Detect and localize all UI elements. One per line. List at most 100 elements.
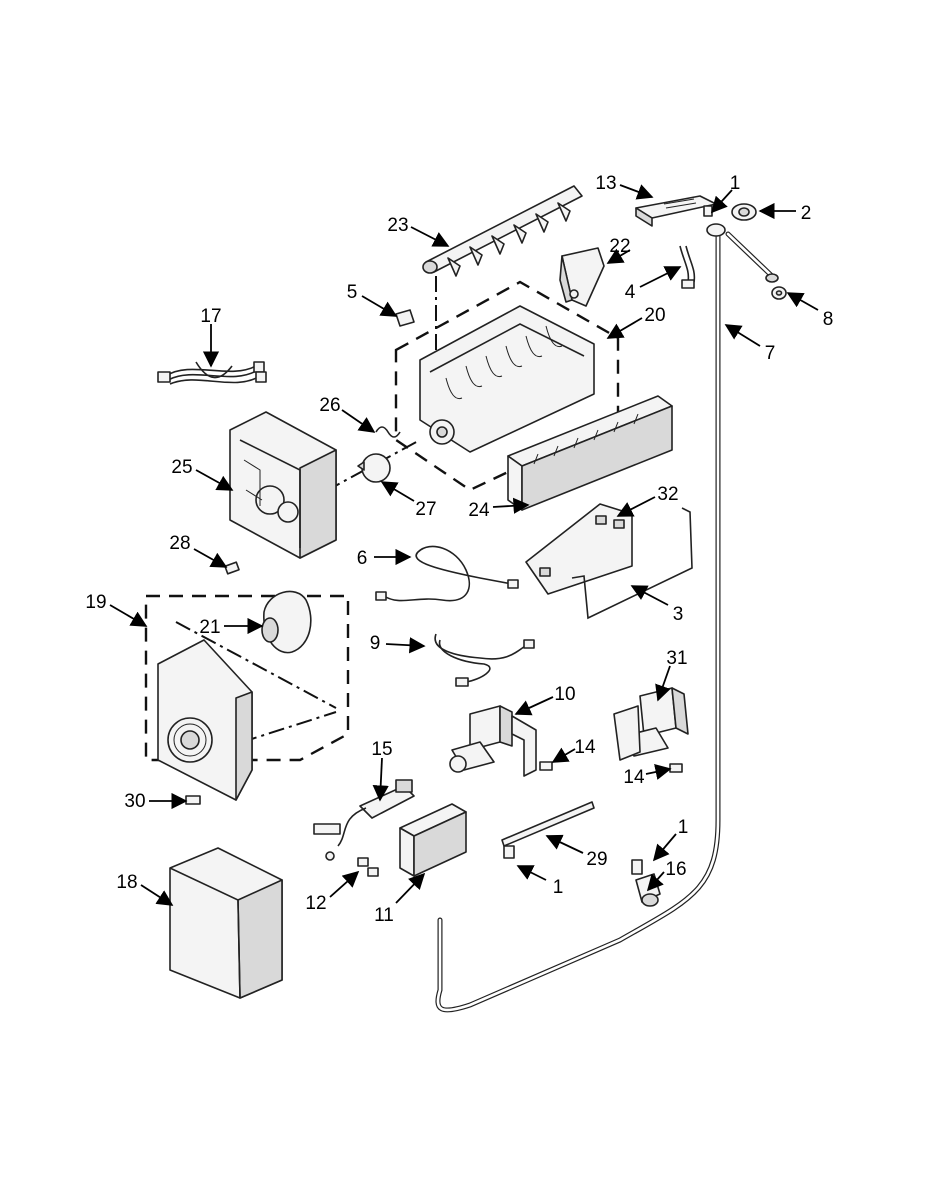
control-module-housing	[229, 411, 337, 559]
callout-label-c2: 2	[801, 203, 812, 224]
fill-cup-bracket	[635, 195, 717, 227]
callout-label-c28: 28	[169, 533, 190, 554]
screw-28	[224, 561, 240, 575]
callout-label-c22: 22	[609, 236, 630, 257]
callout-label-c1a: 1	[730, 173, 741, 194]
callout-label-c4: 4	[625, 282, 636, 303]
strip-29	[501, 801, 595, 859]
leader-arrow-c25	[195, 469, 234, 491]
callout-label-c32: 32	[657, 484, 678, 505]
bracket-11	[399, 803, 467, 877]
callout-label-c5: 5	[347, 282, 358, 303]
heater-wire-6	[375, 545, 519, 602]
callout-label-c18: 18	[116, 872, 137, 893]
ice-mold	[299, 280, 620, 506]
callout-label-c15: 15	[371, 739, 392, 760]
callout-label-c16: 16	[665, 859, 686, 880]
leader-arrow-c20	[606, 317, 643, 339]
leader-arrow-c15	[372, 757, 389, 802]
shutoff-spring	[375, 426, 401, 438]
water-tube	[435, 229, 721, 1013]
callout-label-c24: 24	[468, 500, 490, 521]
leader-arrow-c26	[341, 409, 376, 433]
leader-arrow-c23	[410, 226, 450, 247]
fill-tube-assembly	[706, 223, 779, 283]
leader-arrow-c16	[646, 871, 665, 892]
screw-1b	[631, 859, 643, 875]
wiring-15	[313, 779, 415, 861]
callout-label-c9: 9	[370, 633, 381, 654]
screw-30	[185, 795, 201, 805]
callout-label-c7: 7	[765, 343, 776, 364]
ice-stripper	[507, 395, 673, 511]
leader-arrow-c4	[639, 266, 682, 288]
callout-label-c10: 10	[554, 684, 575, 705]
callout-label-c21: 21	[199, 617, 220, 638]
grommet	[731, 203, 757, 221]
wire-harness	[157, 361, 267, 385]
callout-label-c20: 20	[644, 305, 665, 326]
leader-arrow-c3	[630, 585, 669, 606]
callout-label-c31: 31	[666, 648, 687, 669]
screw-top	[703, 205, 713, 217]
leader-arrow-c24	[492, 497, 530, 514]
callout-label-c27: 27	[415, 499, 436, 520]
control-unit-assembly	[144, 594, 350, 801]
callout-label-c11: 11	[374, 905, 394, 926]
thermostat-wires	[679, 245, 696, 289]
water-valve-31	[613, 687, 689, 761]
callout-label-c23: 23	[387, 215, 408, 236]
leader-arrow-c18	[140, 884, 174, 906]
leader-arrow-c12	[329, 870, 360, 898]
leader-arrow-c31	[655, 665, 671, 702]
leader-arrow-c1b	[652, 833, 677, 862]
callout-label-c6: 6	[357, 548, 368, 569]
clip	[395, 309, 415, 327]
callout-label-c12: 12	[305, 893, 326, 914]
callout-label-c8: 8	[823, 309, 834, 330]
leader-arrow-c14b	[645, 764, 672, 780]
leader-arrow-c10	[514, 696, 554, 716]
leader-arrow-c9	[385, 637, 426, 654]
callout-label-c17: 17	[200, 306, 221, 327]
callout-label-c13: 13	[595, 173, 616, 194]
callout-label-c3: 3	[673, 604, 684, 625]
leader-arrow-c13	[619, 184, 654, 200]
callout-label-c19: 19	[85, 592, 106, 613]
leader-arrow-c14a	[551, 747, 576, 763]
screw-14a	[539, 761, 553, 771]
shutoff-arm	[357, 453, 391, 483]
ejector-shaft	[422, 185, 583, 360]
screws-12	[357, 857, 379, 877]
leader-arrow-c11	[395, 872, 426, 904]
callout-label-c14a: 14	[574, 737, 596, 758]
leader-arrow-c1a	[710, 189, 733, 214]
drive-motor	[261, 590, 312, 654]
heater-wire-9	[434, 633, 535, 687]
leader-arrow-c29	[545, 834, 584, 854]
callout-label-c14b: 14	[623, 767, 645, 788]
ice-guide	[559, 247, 605, 307]
screw-14b	[669, 763, 683, 773]
washer	[771, 286, 787, 300]
leader-arrow-c1c	[516, 865, 547, 881]
callout-label-c29: 29	[586, 849, 607, 870]
cover-box	[169, 847, 283, 999]
callout-label-c26: 26	[319, 395, 340, 416]
callout-label-c30: 30	[124, 791, 145, 812]
water-valve-10	[449, 705, 537, 777]
leader-arrow-c19	[109, 604, 148, 627]
leader-arrow-c8	[786, 292, 819, 311]
leader-arrow-c28	[193, 548, 228, 568]
callout-label-c25: 25	[171, 457, 192, 478]
leader-arrow-c5	[361, 295, 398, 317]
leader-arrow-c7	[724, 324, 761, 347]
callout-label-c1c: 1	[553, 877, 564, 898]
callout-label-c1b: 1	[678, 817, 689, 838]
leader-arrow-c32	[616, 496, 656, 517]
leader-arrow-c27	[380, 481, 415, 502]
leader-arrow-c22	[606, 248, 631, 264]
bin-bracket	[525, 503, 633, 595]
